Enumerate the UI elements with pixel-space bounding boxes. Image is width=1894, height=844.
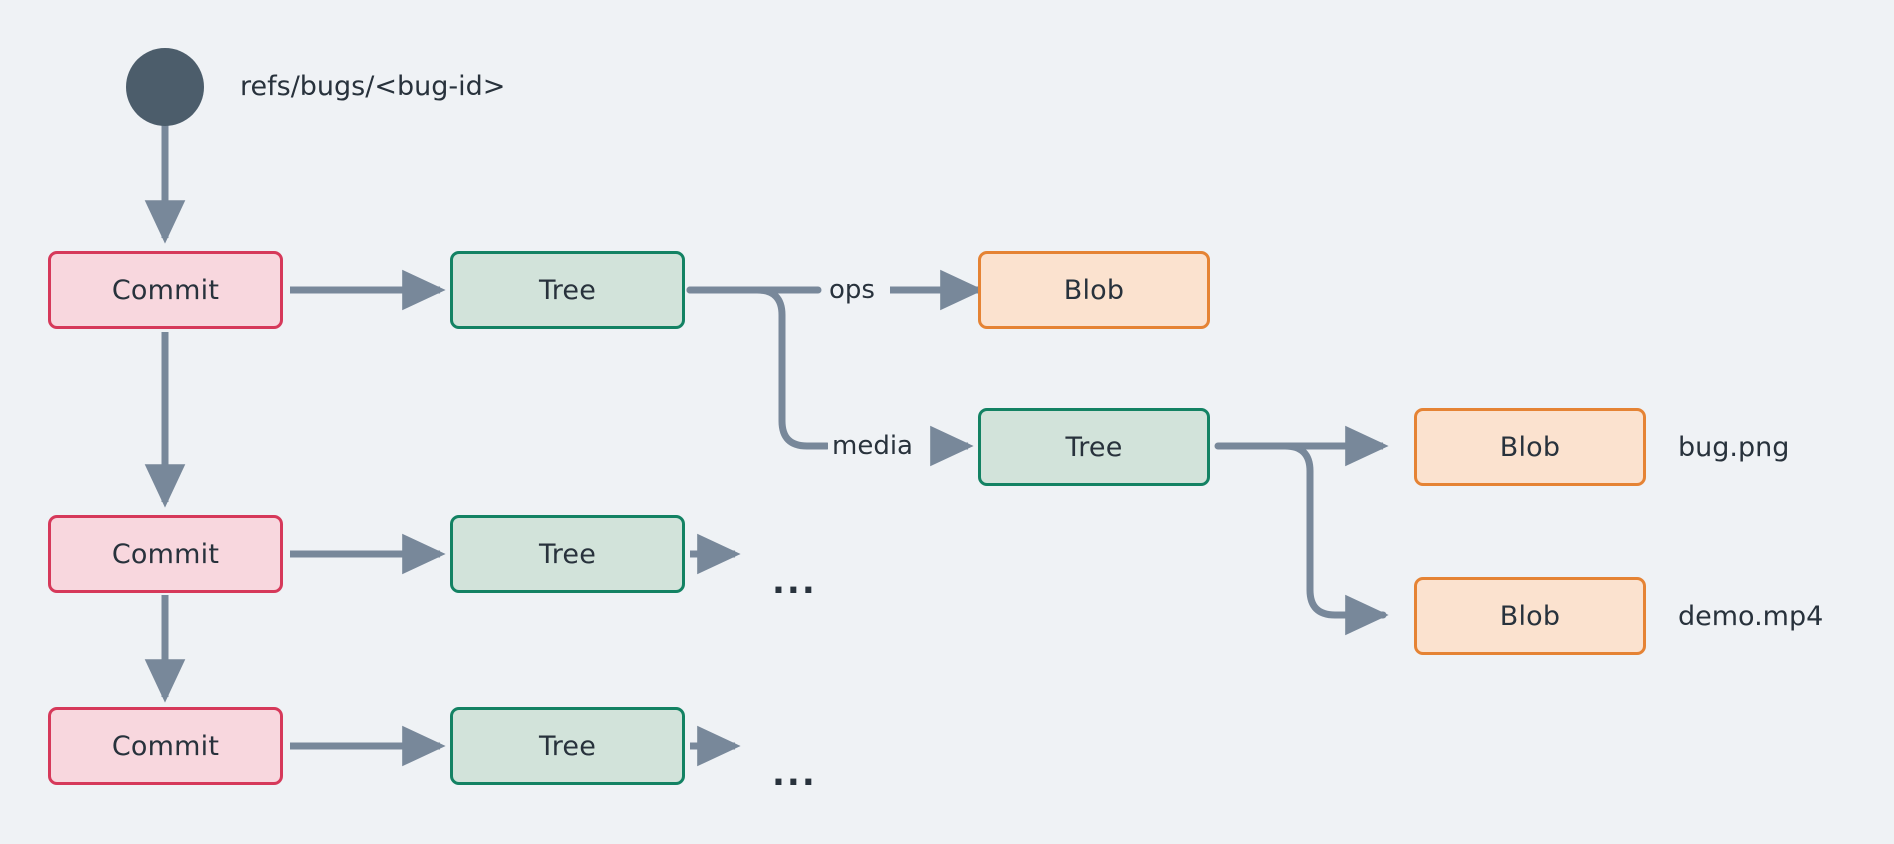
file-label-demo-mp4: demo.mp4 (1678, 601, 1824, 632)
node-commit-2[interactable]: Commit (48, 515, 283, 593)
node-blob-ops[interactable]: Blob (978, 251, 1210, 329)
node-tree-3[interactable]: Tree (450, 707, 685, 785)
node-tree-2[interactable]: Tree (450, 515, 685, 593)
edge-label-ops: ops (825, 277, 879, 303)
node-commit-1[interactable]: Commit (48, 251, 283, 329)
edge-label-media: media (828, 433, 917, 459)
node-tree-media[interactable]: Tree (978, 408, 1210, 486)
node-blob-bug-png[interactable]: Blob (1414, 408, 1646, 486)
node-commit-3[interactable]: Commit (48, 707, 283, 785)
ref-pointer-dot[interactable] (126, 48, 204, 126)
ellipsis-tree-2: ... (772, 562, 817, 602)
edge-tree1-to-media (686, 286, 831, 450)
file-label-bug-png: bug.png (1678, 432, 1790, 463)
ellipsis-tree-3: ... (772, 754, 817, 794)
node-blob-demo-mp4[interactable]: Blob (1414, 577, 1646, 655)
edge-treemedia-to-blob-demomp4 (1214, 442, 1389, 636)
ref-label: refs/bugs/<bug-id> (240, 71, 506, 102)
node-tree-1[interactable]: Tree (450, 251, 685, 329)
